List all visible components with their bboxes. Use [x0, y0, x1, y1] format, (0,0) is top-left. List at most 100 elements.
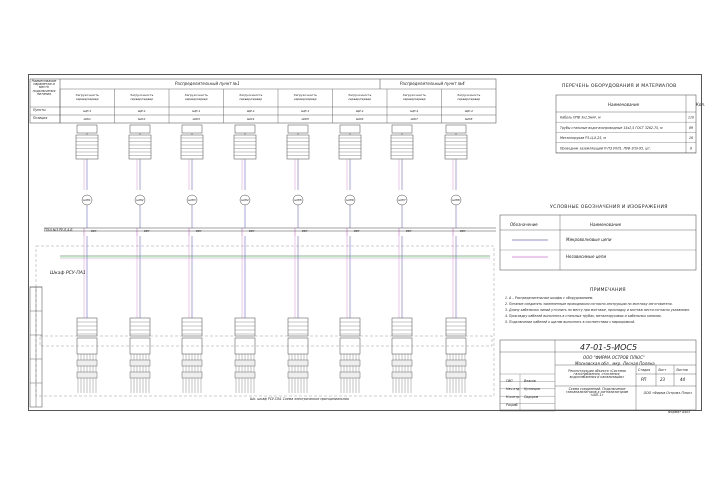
- header-cell-ref: ШК5: [302, 117, 309, 121]
- cable-mark: [445, 371, 467, 379]
- legend-item-2: Независимые цепи: [566, 254, 607, 259]
- header-cell-text: сервер/сервер: [403, 97, 426, 101]
- device-block: [287, 124, 309, 134]
- equipment-row-qty: 16: [689, 136, 693, 140]
- header-cell-text: сервер/сервер: [348, 97, 371, 101]
- note-line-5: 5. Подключение кабелей к щитам выполнять…: [505, 320, 636, 324]
- equipment-row-qty: 89: [689, 126, 693, 130]
- panel-group-2-label: Распределительный пункт №4: [400, 81, 465, 86]
- header-cell-text: Загрузочность: [294, 93, 317, 97]
- legend-table: [499, 214, 697, 271]
- cable-mark: [445, 359, 467, 367]
- lower-terminal-block: [234, 317, 256, 337]
- role-1: ГИП: [506, 379, 513, 383]
- header-cell-pos: ЩР-4: [465, 109, 473, 113]
- lower-bus-outline: [39, 335, 493, 347]
- role-3: Н.контр.: [506, 395, 521, 399]
- header-cell-ref: ШК4: [247, 117, 254, 121]
- cable-mark: [391, 371, 413, 379]
- header-cell-text: сервер/сервер: [294, 97, 317, 101]
- lower-terminal-block: [287, 317, 309, 337]
- bottom-caption: Шк. шкаф РСУ-ПА1 Схема электрических при…: [250, 397, 349, 401]
- lower-terminal-block: [129, 317, 151, 337]
- device-block: [181, 124, 203, 134]
- header-cell-pos: ЩР-1: [301, 109, 309, 113]
- equipment-row-name: Проводник заземляющий П-ПЗ УХЛ1, ПУВ-1ПЭ…: [560, 146, 651, 150]
- cable-mark: [181, 359, 203, 367]
- header-cell-pos: ЩР-1: [83, 109, 91, 113]
- circuit-id: ШЭ7: [398, 198, 405, 202]
- company-name: ООО «Фирма Островъ Плюс»: [643, 391, 693, 395]
- lower-terminal-block: [339, 317, 361, 337]
- header-cell-text: Загрузочность: [348, 93, 371, 97]
- header-cell-text: сервер/сервер: [130, 97, 153, 101]
- header-cell-pos: ЩР-1: [138, 109, 146, 113]
- sheets-value: 44: [680, 377, 686, 382]
- cable-mark: [76, 359, 98, 367]
- cable-mark: [181, 371, 203, 379]
- device-block: [339, 124, 361, 134]
- header-cell-pos: ЩР-4: [410, 109, 418, 113]
- circuit-id: ШЭ2: [136, 198, 143, 202]
- role-3-name: Сидоров: [524, 395, 539, 399]
- header-cell-text: Загрузочность: [457, 93, 480, 97]
- lower-terminal-block: [391, 317, 413, 337]
- header-cell-ref: ШК6: [356, 117, 363, 121]
- cabinet-outline: [35, 245, 495, 397]
- circuit-id: ШЭ3: [188, 198, 195, 202]
- role-1-name: Власов: [524, 379, 536, 383]
- object-name: Реконструкция объекта «Система газоснабж…: [568, 369, 626, 380]
- cable-mark: [234, 359, 256, 367]
- equipment-row-name: Кабель ППВ 3х1,5мм², м: [560, 116, 601, 120]
- equipment-title: ПЕРЕЧЕНЬ ОБОРУДОВАНИЯ И МАТЕРИАЛОВ: [562, 84, 677, 89]
- left-bus-label: ТПШ №3 РУ-0,4-Б: [44, 228, 73, 232]
- drawing-title: Схема соединений. Подключение газоанализ…: [565, 387, 629, 398]
- doc-number: 47-01-5-ИОС5: [580, 343, 638, 352]
- role-4: Разраб.: [506, 403, 519, 407]
- panel-group-1-label: Распределительный пункт №1: [175, 81, 240, 86]
- row-header-points: Пункты: [33, 108, 46, 112]
- org-name: ООО "ФИРМА ОСТРОВ ПЛЮС": [583, 355, 645, 360]
- role-2: Нач.отд.: [506, 387, 521, 391]
- header-cell-text: сервер/сервер: [185, 97, 208, 101]
- header-cell-text: сервер/сервер: [239, 97, 262, 101]
- circuit-id: ШЭ1: [83, 198, 90, 202]
- legend-col-symbol: Обозначение: [510, 222, 538, 227]
- equipment-row-name: Трубы стальные водогазопроводные 15х2,5 …: [560, 126, 663, 130]
- device-block: [445, 124, 467, 134]
- notes-title: ПРИМЕЧАНИЯ: [590, 288, 626, 293]
- lower-terminal-block: [76, 317, 98, 337]
- device-block: [234, 124, 256, 134]
- header-cell-pos: ЩР-1: [356, 109, 364, 113]
- legend-item-1: Микроволновые цепи: [566, 237, 612, 242]
- header-cell-text: Загрузочность: [185, 93, 208, 97]
- format-label: Формат А4х3: [668, 410, 691, 414]
- cable-mark: [339, 359, 361, 367]
- circuit-id: ШЭ5: [294, 198, 301, 202]
- header-cell-text: Загрузочность: [239, 93, 262, 97]
- drawing-sheet: [28, 74, 702, 411]
- header-cell-text: Загрузочность: [76, 93, 99, 97]
- cable-mark: [339, 371, 361, 379]
- circuit-id: ШЭ6: [346, 198, 353, 202]
- sheet-value: 23: [660, 377, 666, 382]
- location: Московская обл., мкр. Лесная Поляна: [575, 361, 655, 366]
- stage-value: РП: [641, 377, 647, 382]
- equipment-row-name: Металлорукав Р3-Ц-Х-25, м: [560, 136, 606, 140]
- equipment-col-name: Наименование: [608, 102, 640, 107]
- sheet-label: Лист: [658, 368, 667, 372]
- equipment-table: [555, 94, 697, 154]
- header-cell-ref: ШК8: [465, 117, 472, 121]
- row-header-position: Позиция: [33, 116, 48, 120]
- header-cell-text: Загрузочность: [130, 93, 153, 97]
- device-block: [391, 124, 413, 134]
- cable-mark: [129, 371, 151, 379]
- note-line-1: 1. А – Распределительные шкафы с оборудо…: [505, 296, 594, 300]
- legend-col-name: Наименование: [590, 222, 622, 227]
- stage-label: Стадия: [638, 368, 651, 372]
- header-cell-text: сервер/сервер: [457, 97, 480, 101]
- equipment-row-qty: 8: [690, 146, 692, 150]
- cable-mark: [76, 371, 98, 379]
- cable-mark: [287, 371, 309, 379]
